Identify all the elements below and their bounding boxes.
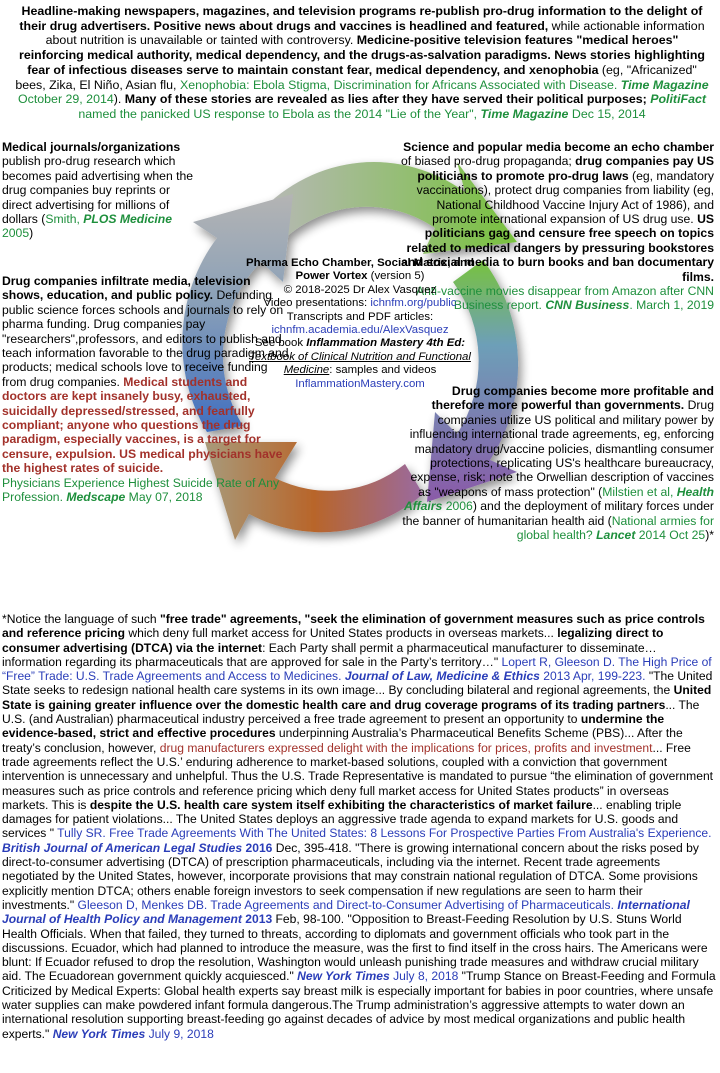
center-transcripts: Transcripts and PDF articles:: [286, 310, 434, 323]
left1-s6: ): [29, 226, 34, 241]
arrow-bottom: [205, 442, 423, 540]
left1-s2: publish pro-drug research which becomes …: [2, 154, 194, 227]
top-s3: Medicine-positive television features "m…: [19, 33, 705, 77]
bottom-citation-nyt1-date[interactable]: July 8, 2018: [389, 969, 459, 984]
arrow-left: [182, 194, 293, 432]
bottom-p15: ... Free trade agreements reflect the U.…: [2, 740, 714, 812]
left2-citation-date[interactable]: May 07, 2018: [125, 490, 203, 505]
bottom-citation-jlme-date[interactable]: 2013 Apr, 199-223.: [539, 669, 649, 684]
left2-citation-title[interactable]: Physicians Experience Highest Suicide Ra…: [2, 475, 280, 505]
bottom-p3: which deny full market access for United…: [125, 626, 558, 641]
bottom-p9: "The United State seeks to redesign nati…: [2, 669, 713, 698]
right2-citation-title2[interactable]: National armies for global health?: [516, 513, 714, 543]
bottom-p26: Feb, 98-100.: [272, 912, 348, 927]
right1-s4: (eg, mandatory vaccinations), protect dr…: [416, 168, 714, 227]
right2-s2: Drug companies utilize US political and …: [409, 398, 714, 499]
right-echo-paragraph: Science and popular media become an echo…: [400, 140, 714, 313]
bottom-citation-gleeson[interactable]: Gleeson D, Menkes DB. Trade Agreements a…: [77, 897, 618, 912]
top-s9: Many of these stories are revealed as li…: [124, 92, 651, 107]
right2-citation-date2[interactable]: 2014 Oct 25: [635, 528, 706, 543]
center-version: (version 5): [367, 270, 425, 283]
top-s4: (eg, "Africanized" bees, Zika, El Niño, …: [15, 62, 697, 92]
bottom-p16: despite the U.S. health care system itse…: [89, 797, 593, 812]
top-citation-date2[interactable]: Dec 15, 2014: [568, 106, 646, 121]
bottom-p13: underpinning Australia’s Pharmaceutical …: [2, 726, 683, 755]
left2-warning: Medical students and doctors are kept in…: [2, 374, 283, 476]
center-book-tail: : samples and videos: [329, 364, 437, 377]
bottom-p10: United State is gaining greater influenc…: [2, 683, 712, 712]
bottom-citation-nyt2[interactable]: New York Times: [52, 1026, 146, 1041]
top-citation-ebola[interactable]: Xenophobia: Ebola Stigma, Discrimination…: [179, 77, 621, 92]
bottom-p14: drug manufacturers expressed delight wit…: [159, 740, 653, 755]
left1-citation-year[interactable]: 2005: [2, 226, 30, 241]
top-citation-time[interactable]: Time Magazine: [620, 77, 709, 92]
left2-s2: Defunding public science forces schools …: [2, 288, 289, 389]
bottom-p1: *Notice the language of such: [2, 612, 160, 626]
center-book-title: Inflammation Mastery 4th Ed:: [306, 337, 466, 350]
bottom-p17: ... enabling triple damages for patient …: [2, 797, 682, 841]
center-academia-link[interactable]: ichnfm.academia.edu/AlexVasquez: [271, 324, 449, 337]
left2-citation-journal[interactable]: Medscape: [66, 490, 126, 505]
center-site-link[interactable]: InflammationMastery.com: [295, 377, 425, 390]
right1-citation-date[interactable]: . March 1, 2019: [629, 298, 714, 313]
right2-citation-year[interactable]: 2006: [442, 499, 473, 514]
center-copyright: © 2018-2025 Dr Alex Vasquez: [283, 283, 437, 296]
bottom-p21: Dec, 395-418.: [272, 840, 356, 855]
right2-s6: ) and the deployment of military forces …: [402, 499, 714, 528]
center-video-label: Video presentations:: [263, 297, 371, 310]
top-s8: ).: [113, 92, 125, 107]
bottom-p27: "Opposition to Breast-Feeding Resolution…: [2, 912, 708, 984]
bottom-p11: ... The U.S. (and Australian) pharmaceut…: [2, 697, 700, 727]
bottom-p5: : Each Party shall permit a pharmaceutic…: [2, 640, 657, 669]
bottom-p4: legalizing direct to consumer advertisin…: [2, 626, 664, 655]
bottom-citation-ijhpm[interactable]: International Journal of Health Policy a…: [2, 897, 690, 927]
bottom-citation-jlme[interactable]: Journal of Law, Medicine & Ethics: [344, 669, 540, 684]
bottom-p12: undermine the evidence-based, strict and…: [2, 712, 665, 741]
bottom-citation-nyt2-date[interactable]: July 9, 2018: [145, 1026, 214, 1041]
left-journals-paragraph: Medical journals/organizations publish p…: [2, 140, 202, 241]
right2-citation-author[interactable]: Milstien et al,: [602, 484, 677, 499]
top-citation-politifact[interactable]: PolitiFact: [650, 92, 706, 107]
vortex-cycle-diagram: [182, 162, 519, 540]
top-s2: while actionable information about nutri…: [45, 18, 705, 48]
top-s1: Headline-making newspapers, magazines, a…: [19, 4, 703, 33]
center-see-book: See book: [254, 337, 307, 350]
right1-s1: Science and popular media become an echo…: [403, 140, 714, 154]
arrow-right: [427, 260, 519, 502]
right2-citation-journal[interactable]: Health Affairs: [403, 484, 714, 514]
bottom-p2: "free trade" agreements, "seek the elimi…: [2, 612, 705, 641]
bottom-footnote-paragraph: *Notice the language of such "free trade…: [2, 612, 718, 1041]
top-intro-paragraph: Headline-making newspapers, magazines, a…: [14, 4, 710, 122]
bottom-citation-nyt1[interactable]: New York Times: [297, 969, 390, 984]
left2-s1: Drug companies infiltrate media, televis…: [2, 274, 251, 303]
right2-citation-journal2[interactable]: Lancet: [596, 528, 636, 543]
arrow-top: [260, 162, 517, 254]
bottom-citation-tully[interactable]: Tully SR. Free Trade Agreements With The…: [57, 826, 712, 841]
right1-citation-title[interactable]: Anti-vaccine movies disappear from Amazo…: [415, 284, 714, 313]
bottom-citation-bjals-year[interactable]: 2016: [242, 840, 273, 855]
left1-citation-journal[interactable]: PLOS Medicine: [83, 212, 173, 227]
bottom-citation-bjals[interactable]: British Journal of American Legal Studie…: [2, 840, 243, 855]
right1-s3: drug companies pay US politicians to pro…: [417, 154, 714, 183]
bottom-citation-lopert[interactable]: Lopert R, Gleeson D. The High Price of “…: [2, 654, 712, 684]
bottom-p22: "There is growing international concern …: [2, 840, 699, 912]
center-video-link[interactable]: ichnfm.org/public: [370, 297, 457, 310]
right2-s1: Drug companies become more profitable an…: [431, 384, 714, 413]
right1-s2: of biased pro-drug propaganda;: [401, 154, 576, 169]
left-infiltrate-paragraph: Drug companies infiltrate media, televis…: [2, 274, 294, 505]
center-title-block: Pharma Echo Chamber, Social Matrix, and …: [230, 257, 490, 391]
top-citation-date[interactable]: October 29, 2014: [18, 92, 114, 107]
left1-s1: Medical journals/organizations: [2, 140, 181, 154]
bottom-p30: "Trump Stance on Breast-Feeding and Form…: [2, 969, 716, 1041]
bottom-citation-ijhpm-year[interactable]: 2013: [241, 912, 273, 927]
center-title: Pharma Echo Chamber, Social Matrix, and …: [246, 257, 474, 283]
right1-s5: US politicians gag and censure free spee…: [401, 212, 714, 284]
right-profit-paragraph: Drug companies become more profitable an…: [400, 384, 714, 542]
top-citation-time2[interactable]: Time Magazine: [480, 106, 569, 121]
left1-citation-author[interactable]: Smith,: [45, 212, 84, 227]
right2-s10: )*: [705, 528, 714, 543]
right1-citation-journal[interactable]: CNN Business: [545, 298, 630, 313]
top-citation-lie[interactable]: named the panicked US response to Ebola …: [78, 106, 481, 121]
center-book-subtitle: Textbook of Clinical Nutrition and Funct…: [249, 350, 471, 377]
